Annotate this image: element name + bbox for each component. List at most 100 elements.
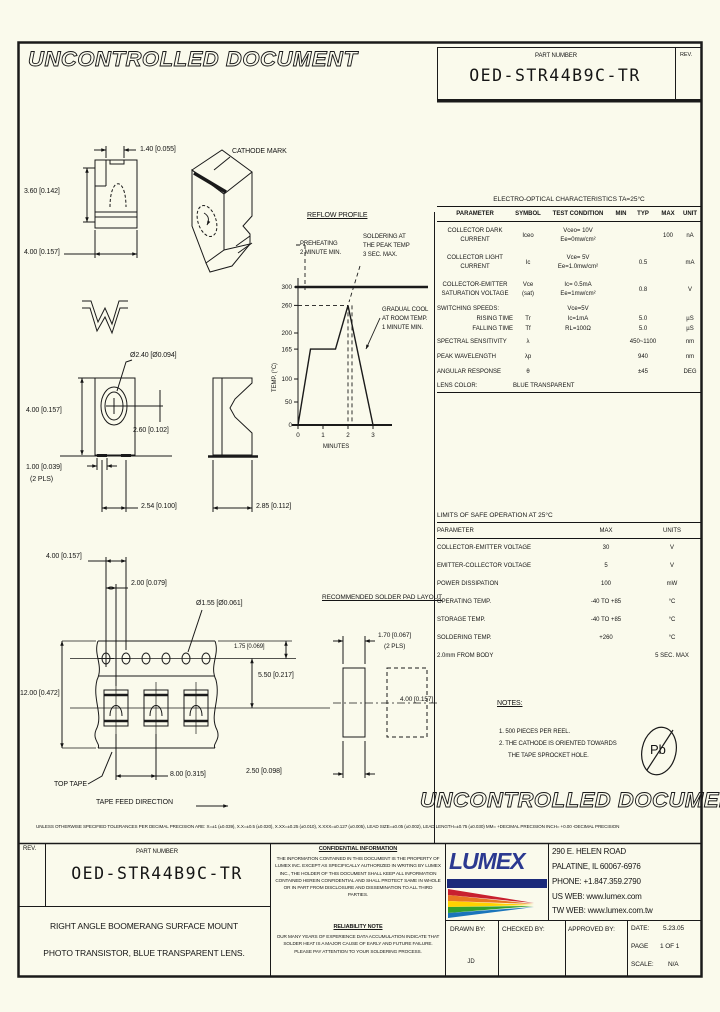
rev-label: REV.	[680, 52, 692, 58]
reflow-tick-label: 3	[371, 432, 375, 439]
reflow-tick-label: 0	[296, 432, 300, 439]
dim-front-height: 3.60 [0.142]	[24, 188, 60, 195]
table-row: SOLDERING TEMP.+260°C	[437, 635, 676, 641]
limits-table: LIMITS OF SAFE OPERATION AT 25°C PARAMET…	[437, 512, 701, 665]
reliability-title: RELIABILITY NOTE	[333, 924, 383, 930]
reflow-tick-label: 50	[285, 399, 293, 406]
dim-tape-hole-dia: Ø1.55 [Ø0.061]	[196, 600, 243, 607]
eo-table: ELECTRO-OPTICAL CHARACTERISTICS TA=25°C …	[437, 196, 701, 393]
top-tape-label: TOP TAPE	[54, 781, 87, 788]
dim-tape-edge: 1.75 [0.069]	[234, 644, 265, 650]
isometric-view	[191, 149, 253, 273]
note-item-1: 1. 500 PIECES PER REEL.	[499, 729, 571, 735]
confidential-body: THE INFORMATION CONTAINED IN THIS DOCUME…	[275, 856, 441, 898]
side-view	[208, 377, 258, 512]
dim-lens-dia: Ø2.40 [Ø0.094]	[130, 352, 177, 359]
dim-lens-pad-pls: (2 PLS)	[30, 476, 54, 483]
pb-free-icon	[641, 726, 677, 776]
drawn-by-label: DRAWN BY:	[450, 926, 486, 933]
profile-squiggle	[82, 300, 128, 335]
dim-lens-pad: 1.00 [0.039]	[26, 464, 62, 471]
dim-pad-gap: 2.50 [0.098]	[246, 768, 282, 775]
tolerance-note: UNLESS OTHERWISE SPECIFIED TOLERANCES PE…	[36, 824, 620, 829]
reflow-tick-label: 165	[281, 346, 292, 353]
dim-pad-span: 4.00 [0.157]	[400, 696, 434, 703]
dim-tape-pitch: 8.00 [0.315]	[170, 771, 206, 778]
limits-table-title: LIMITS OF SAFE OPERATION AT 25°C	[437, 512, 553, 519]
pad-layout-title: RECOMMENDED SOLDER PAD LAYOUT	[322, 594, 443, 601]
reflow-tick-label: 300	[281, 284, 292, 291]
checked-by-label: CHECKED BY:	[502, 926, 545, 933]
reflow-tick-label: 0	[288, 422, 292, 429]
reflow-tick-label: 100	[281, 376, 292, 383]
scale-value: N/A	[668, 961, 679, 968]
lumex-logo-text: LUMEX	[449, 848, 525, 874]
part-number: OED-STR44B9C-TR	[469, 66, 641, 85]
table-row: STORAGE TEMP.-40 TO +85°C	[437, 617, 676, 623]
dim-lens-offset: 2.60 [0.102]	[133, 427, 169, 434]
part-number-label-bottom: PART NUMBER	[136, 849, 178, 855]
reflow-tick-label: 1	[321, 432, 325, 439]
table-row: SWITCHING SPEEDS: Vce=5V	[437, 305, 589, 312]
scale-label: SCALE:	[631, 961, 654, 968]
reliability-body: OUR MANY YEARS OF EXPERIENCE DATA ACCUMU…	[276, 934, 440, 954]
cathode-mark-label: CATHODE MARK	[232, 148, 287, 155]
drawn-by-value: JD	[467, 959, 475, 965]
reflow-solder-note: SOLDERING AT THE PEAK TEMP 3 SEC. MAX.	[363, 234, 410, 258]
cathode-mark-stripe	[193, 171, 227, 194]
watermark-top: UNCONTROLLED DOCUMENT	[28, 48, 358, 72]
dim-tape-center: 5.50 [0.217]	[258, 672, 294, 679]
dim-pad-pls: (2 PLS)	[384, 643, 406, 650]
sheet-border	[17, 41, 703, 978]
date-value: 5.23.05	[663, 925, 684, 932]
dim-tape-hole-pitch: 4.00 [0.157]	[46, 553, 82, 560]
address-line: PHONE: +1.847.359.2790	[552, 877, 641, 886]
eo-table-title: ELECTRO-OPTICAL CHARACTERISTICS TA=25°C	[493, 196, 645, 203]
address-line: TW WEB: www.lumex.com.tw	[552, 906, 653, 915]
confidential-title: CONFIDENTIAL INFORMATION	[318, 846, 398, 852]
note-item-2: 2. THE CATHODE IS ORIENTED TOWARDS	[499, 741, 617, 747]
reflow-xlabel: MINUTES	[322, 444, 350, 450]
lens-color-row: LENS COLOR: BLUE TRANSPARENT	[437, 382, 575, 389]
notes-title: NOTES:	[497, 700, 523, 707]
lens-front-view	[60, 359, 172, 512]
address-line: PALATINE, IL 60067-6976	[552, 862, 641, 871]
reflow-title: REFLOW PROFILE	[307, 212, 368, 219]
limits-table-header: PARAMETER MAX UNITS	[437, 527, 681, 534]
reflow-preheat-note: PREHEATING 2 MINUTE MIN.	[300, 241, 342, 256]
front-view	[64, 146, 138, 258]
rev-label-bottom: REV.	[23, 846, 37, 852]
pb-label: Pb	[650, 742, 666, 757]
dim-tape-offset: 2.00 [0.079]	[131, 580, 167, 587]
part-number-bottom: OED-STR44B9C-TR	[71, 864, 243, 883]
reflow-tick-label: 260	[281, 303, 292, 310]
tape-pockets	[103, 682, 209, 734]
part-number-label: PART NUMBER	[535, 53, 577, 59]
dim-front-width: 4.00 [0.157]	[24, 249, 60, 256]
address-line: 290 E. HELEN ROAD	[552, 847, 626, 856]
reflow-tick-label: 2	[346, 432, 350, 439]
date-label: DATE:	[631, 925, 650, 932]
dim-lens-pitch: 2.54 [0.100]	[141, 503, 177, 510]
reflow-cool-note: GRADUAL COOL AT ROOM TEMP. 1 MINUTE MIN.	[382, 307, 429, 331]
dim-tape-width: 12.00 [0.472]	[20, 690, 60, 697]
pad-layout	[333, 636, 437, 778]
dim-lens-height: 4.00 [0.157]	[26, 407, 62, 414]
logo-band	[447, 879, 547, 888]
page-label: PAGE	[631, 943, 649, 950]
dim-pad-width: 1.70 [0.067]	[378, 632, 412, 639]
page-value: 1 OF 1	[660, 943, 680, 950]
table-row: OPERATING TEMP.-40 TO +85°C	[437, 599, 676, 605]
